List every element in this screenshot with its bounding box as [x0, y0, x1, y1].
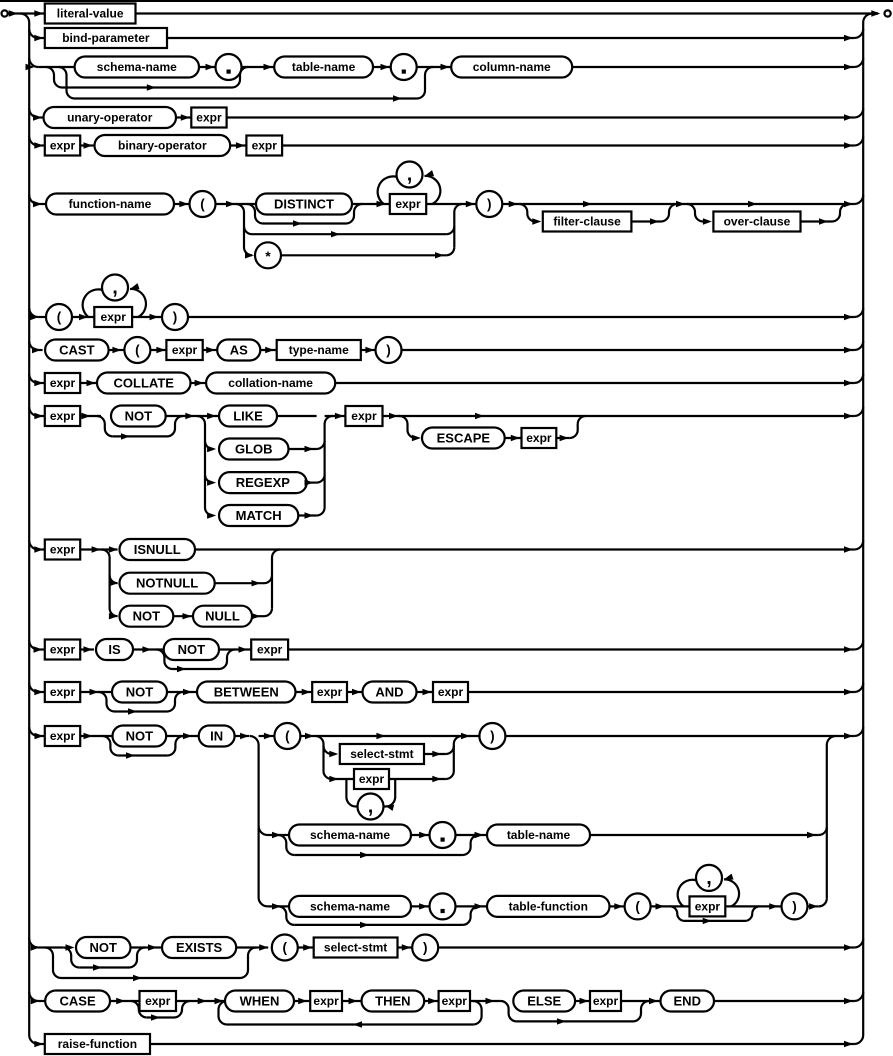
svg-text:expr: expr — [593, 994, 619, 1008]
svg-text:function-name: function-name — [69, 197, 152, 211]
svg-text:): ) — [173, 310, 178, 325]
svg-text:*: * — [265, 248, 271, 264]
svg-text:table-name: table-name — [292, 60, 356, 74]
svg-text:bind-parameter: bind-parameter — [62, 31, 150, 45]
svg-text:THEN: THEN — [375, 994, 410, 1009]
svg-text:expr: expr — [50, 376, 76, 390]
svg-text:NOTNULL: NOTNULL — [136, 576, 198, 591]
svg-text:expr: expr — [395, 197, 421, 211]
svg-text:expr: expr — [438, 685, 464, 699]
svg-text:select-stmt: select-stmt — [324, 941, 387, 955]
svg-text:REGEXP: REGEXP — [236, 475, 291, 490]
svg-text:): ) — [792, 899, 797, 914]
svg-text:NOT: NOT — [126, 729, 154, 744]
svg-text:WHEN: WHEN — [240, 994, 280, 1009]
svg-text:expr: expr — [359, 772, 385, 786]
svg-text:expr: expr — [50, 409, 76, 423]
svg-text:(: ( — [57, 310, 62, 325]
svg-text:literal-value: literal-value — [57, 7, 124, 21]
svg-text:expr: expr — [50, 543, 76, 557]
svg-text:expr: expr — [196, 111, 222, 125]
svg-text:CAST: CAST — [59, 343, 94, 358]
svg-text:expr: expr — [101, 310, 127, 324]
svg-text:AND: AND — [375, 685, 403, 700]
svg-text:NOT: NOT — [125, 409, 153, 424]
svg-text:expr: expr — [50, 139, 76, 153]
svg-text:COLLATE: COLLATE — [114, 376, 175, 391]
svg-text:AS: AS — [230, 343, 248, 358]
svg-text:): ) — [487, 197, 492, 212]
svg-text:expr: expr — [252, 139, 278, 153]
svg-text:raise-function: raise-function — [58, 1037, 137, 1051]
svg-text:table-name: table-name — [507, 828, 571, 842]
svg-text:BETWEEN: BETWEEN — [214, 685, 279, 700]
svg-text:expr: expr — [145, 994, 171, 1008]
svg-text:LIKE: LIKE — [233, 409, 263, 424]
svg-text:expr: expr — [317, 685, 343, 699]
svg-text:expr: expr — [172, 343, 198, 357]
svg-text:EXISTS: EXISTS — [176, 940, 223, 955]
svg-text:,: , — [706, 867, 712, 889]
svg-text:IN: IN — [210, 729, 223, 744]
svg-text:(: ( — [635, 899, 640, 914]
svg-text:END: END — [674, 994, 701, 1009]
svg-text:DISTINCT: DISTINCT — [274, 197, 334, 212]
svg-text:NOT: NOT — [90, 940, 118, 955]
svg-text:NOT: NOT — [133, 609, 161, 624]
svg-text:filter-clause: filter-clause — [553, 215, 621, 229]
svg-text:expr: expr — [50, 685, 76, 699]
svg-text:): ) — [423, 940, 428, 955]
svg-text:(: ( — [135, 343, 140, 358]
svg-text:): ) — [386, 343, 391, 358]
svg-text:(: ( — [200, 197, 205, 212]
svg-text:type-name: type-name — [289, 343, 349, 357]
svg-text:ISNULL: ISNULL — [134, 542, 181, 557]
svg-text:schema-name: schema-name — [310, 828, 390, 842]
svg-text:,: , — [112, 277, 118, 299]
svg-text:expr: expr — [526, 431, 552, 445]
svg-text:expr: expr — [351, 409, 377, 423]
svg-text:over-clause: over-clause — [724, 215, 791, 229]
svg-text:schema-name: schema-name — [310, 899, 390, 913]
svg-text:expr: expr — [695, 899, 721, 913]
svg-text:expr: expr — [50, 729, 76, 743]
svg-text:NULL: NULL — [205, 609, 240, 624]
svg-text:(: ( — [285, 729, 290, 744]
svg-text:GLOB: GLOB — [235, 442, 273, 457]
svg-text:MATCH: MATCH — [236, 508, 282, 523]
svg-text:binary-operator: binary-operator — [118, 139, 207, 153]
svg-text:schema-name: schema-name — [97, 60, 177, 74]
svg-text:,: , — [407, 164, 413, 186]
svg-text:,: , — [368, 796, 374, 818]
svg-text:IS: IS — [108, 642, 121, 657]
svg-text:expr: expr — [313, 994, 339, 1008]
svg-text:column-name: column-name — [473, 60, 551, 74]
svg-text:): ) — [490, 729, 495, 744]
svg-text:select-stmt: select-stmt — [350, 747, 413, 761]
svg-text:CASE: CASE — [60, 994, 96, 1009]
svg-text:NOT: NOT — [126, 685, 154, 700]
svg-text:expr: expr — [257, 643, 283, 657]
svg-text:NOT: NOT — [178, 642, 206, 657]
svg-text:expr: expr — [50, 643, 76, 657]
svg-text:(: ( — [283, 940, 288, 955]
svg-text:ELSE: ELSE — [527, 994, 561, 1009]
svg-text:table-function: table-function — [509, 899, 588, 913]
svg-text:expr: expr — [442, 994, 468, 1008]
svg-text:collation-name: collation-name — [228, 376, 313, 390]
svg-text:unary-operator: unary-operator — [67, 111, 153, 125]
svg-text:ESCAPE: ESCAPE — [437, 431, 491, 446]
